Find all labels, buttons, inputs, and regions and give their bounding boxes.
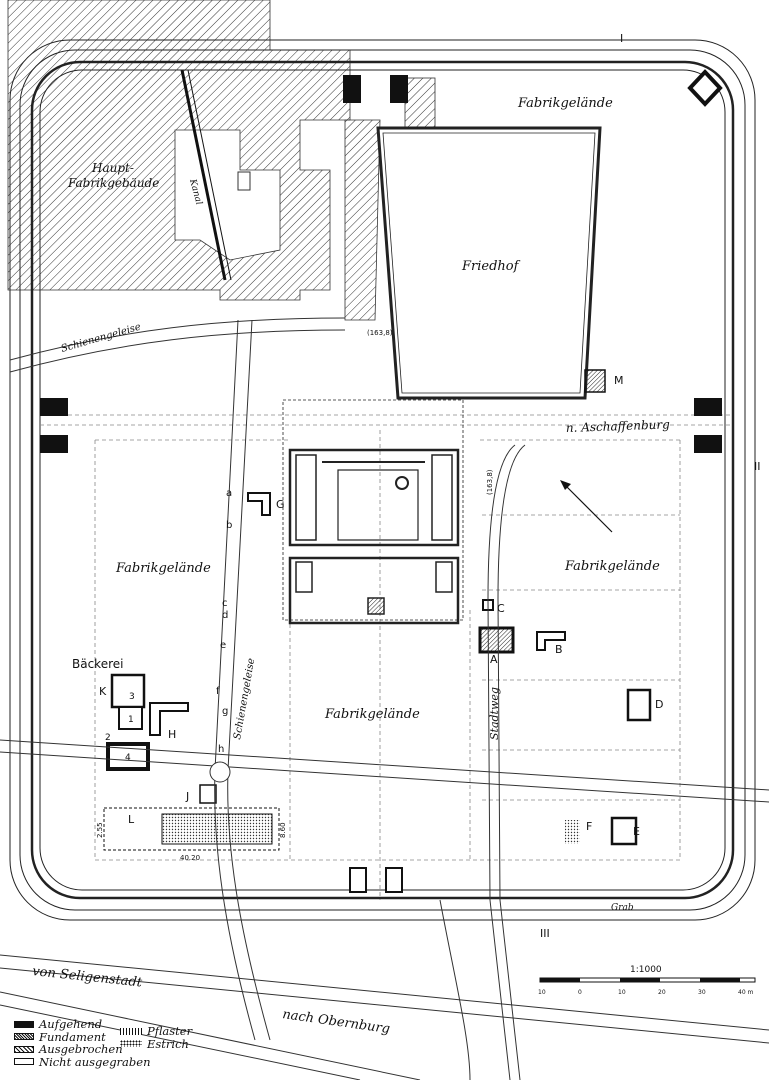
legend-ausgebrochen: Ausgebrochen (39, 1042, 123, 1057)
roman-1: I (620, 32, 623, 45)
label-baeckerei: Bäckerei (72, 657, 123, 671)
building-d: D (655, 698, 663, 711)
legend-swatch (120, 1040, 142, 1048)
legend-row-fundament: Fundament (14, 1029, 151, 1044)
building-j: J (185, 790, 189, 803)
dim-4020: 40.20 (180, 854, 200, 862)
label-height2: (163,8) (486, 469, 494, 495)
building-g: G (276, 498, 285, 511)
scale-bar (539, 977, 756, 983)
label-grab: Grab (611, 903, 634, 913)
dim-860: 8.60 (279, 822, 287, 838)
building-letters[interactable]: A B C D E F G H J K L M (99, 374, 663, 838)
label-haupt2: Fabrikgebäude (67, 176, 159, 190)
legend-row-ausgebrochen: Ausgebrochen (14, 1042, 151, 1057)
legend-swatch (14, 1033, 34, 1041)
legend-fundament: Fundament (39, 1029, 106, 1044)
label-schienen-mid: Schienengeleise (232, 657, 257, 740)
label-height: (163,8) (367, 329, 393, 337)
scale-tick-2: 10 (618, 989, 626, 996)
legend-swatch (14, 1058, 34, 1066)
road-grid (40, 414, 730, 900)
roman-2: II (754, 460, 761, 473)
find-h: h (218, 744, 224, 755)
legend-estrich: Estrich (147, 1036, 189, 1051)
building-h: H (168, 728, 176, 741)
label-seligenstadt: von Seligenstadt (32, 964, 144, 991)
label-fabrik-right: Fabrikgelände (564, 559, 660, 574)
scale-tick-0: 10 (538, 989, 546, 996)
legend-secondary: Pflaster Estrich (120, 1024, 193, 1051)
find-f: f (216, 686, 220, 697)
dimension-labels: 40.20 8.60 2.55 (96, 822, 287, 862)
legend-row-pflaster: Pflaster (120, 1024, 193, 1039)
principia (282, 399, 464, 625)
room-1: 1 (128, 715, 134, 725)
find-markers: a b c d e f g h (216, 488, 232, 755)
label-friedhof: Friedhof (461, 259, 521, 274)
legend-row-nicht: Nicht ausgegraben (14, 1054, 151, 1069)
legend-row-aufgehend: Aufgehend (14, 1017, 151, 1032)
find-g: g (222, 706, 228, 717)
scale-tick-5: 40 m (738, 989, 754, 996)
north-arrow-icon (560, 480, 613, 533)
label-fabrik-left: Fabrikgelände (115, 561, 211, 576)
building-l: L (128, 813, 135, 826)
scale-tick-3: 20 (658, 989, 666, 996)
building-a: A (490, 653, 498, 666)
building-e: E (633, 825, 640, 838)
outer-roads (0, 444, 769, 1080)
label-fabrik-top: Fabrikgelände (517, 96, 613, 111)
fort-walls (9, 39, 756, 921)
roman-3: III (540, 927, 550, 940)
label-aschaffenburg: n. Aschaffenburg (566, 417, 671, 435)
building-b: B (555, 643, 563, 656)
label-obernburg: nach Obernburg (281, 1007, 390, 1037)
building-k: K (99, 685, 107, 698)
legend-aufgehend: Aufgehend (39, 1017, 103, 1032)
building-m: M (614, 374, 624, 387)
dim-255: 2.55 (96, 822, 104, 838)
find-a: a (226, 488, 232, 499)
label-haupt1: Haupt- (91, 161, 134, 175)
find-c: c (222, 598, 228, 609)
room-4: 4 (125, 753, 131, 763)
legend-pflaster: Pflaster (147, 1024, 193, 1039)
roman-numerals: I II III (540, 32, 761, 940)
label-fabrik-center: Fabrikgelände (324, 707, 420, 722)
find-d: d (222, 610, 228, 621)
friedhof (376, 126, 606, 400)
interior-buildings (103, 492, 652, 851)
find-b: b (226, 520, 232, 531)
find-e: e (220, 640, 226, 651)
building-f: F (586, 820, 592, 833)
building-c: C (497, 602, 505, 615)
scale-tick-1: 0 (578, 989, 582, 996)
legend-swatch (120, 1027, 142, 1035)
gates[interactable] (40, 69, 723, 893)
legend-nicht: Nicht ausgegraben (39, 1054, 151, 1069)
legend: Aufgehend Fundament Ausgebrochen Nicht a… (14, 1017, 151, 1069)
legend-row-estrich: Estrich (120, 1036, 192, 1051)
room-2: 2 (105, 733, 111, 743)
scale-ratio: 1:1000 (630, 965, 662, 975)
scale-labels: 1:1000 10 0 10 20 30 40 m (538, 965, 754, 996)
legend-swatch (14, 1045, 34, 1053)
factory-buildings (7, 0, 436, 321)
scale-tick-4: 30 (698, 989, 706, 996)
room-3: 3 (129, 692, 135, 702)
bakery-rooms: 3 1 2 4 (105, 692, 135, 763)
label-stadtweg: Stadtweg (488, 687, 501, 740)
legend-swatch (14, 1020, 34, 1028)
label-schienen-top: Schienengeleise (60, 322, 142, 355)
